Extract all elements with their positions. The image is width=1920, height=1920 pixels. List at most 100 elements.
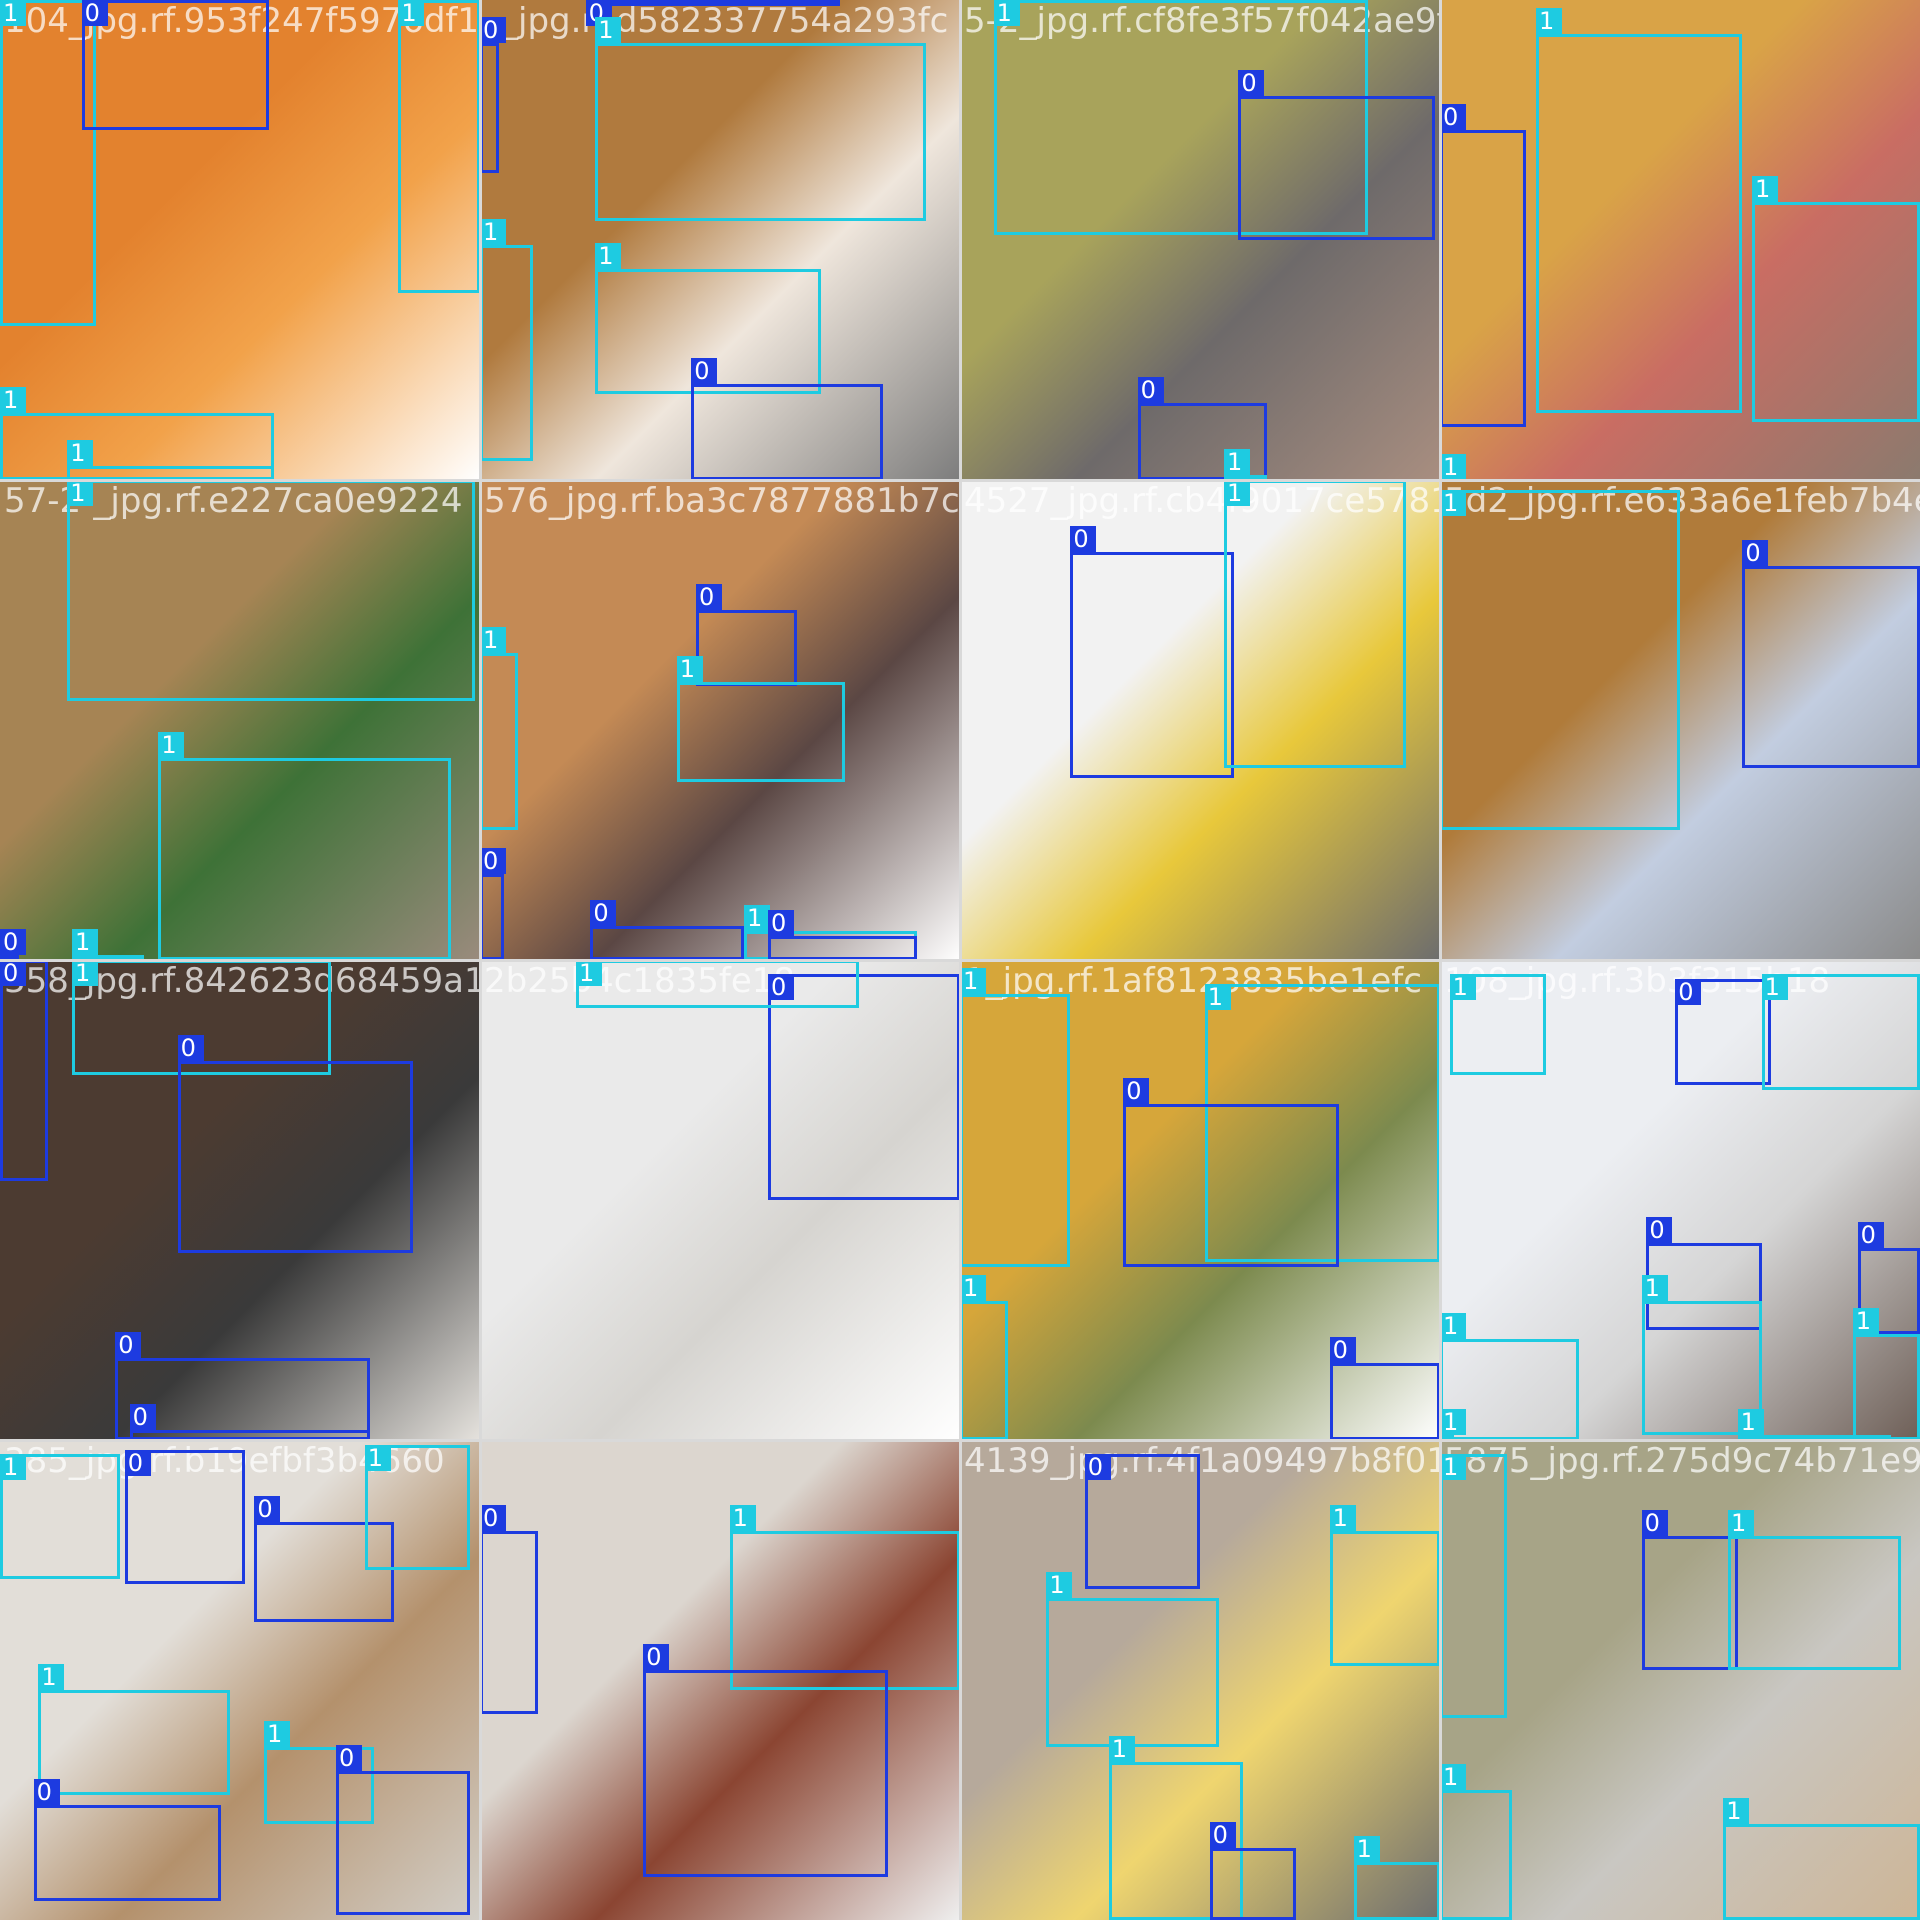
bbox-class-label: 1 (1224, 449, 1250, 476)
bbox-class-0: 0 (1209, 1822, 1296, 1920)
bbox-class-label: 1 (993, 0, 1020, 26)
bbox-class-label: 1 (1737, 1409, 1764, 1436)
tile-filename: 4139_jpg.rf.4f1a09497b8f014 (964, 1441, 1440, 1481)
grid-divider (0, 479, 1920, 482)
bbox-class-1: 1 (158, 732, 452, 960)
bbox-class-label: 1 (676, 655, 703, 682)
bbox-class-1: 1 (0, 0, 96, 327)
bbox-class-label: 1 (480, 218, 506, 245)
bbox-class-0: 0 (480, 17, 506, 173)
bbox-class-1: 1 (72, 929, 144, 960)
mosaic-tile: 4527_jpg.rf.cb4f9017ce5781a05 0 1 (960, 480, 1440, 960)
bbox-class-label: 0 (0, 929, 26, 956)
bbox-class-label: 1 (67, 439, 94, 466)
bbox-class-0: 0 (0, 960, 48, 1181)
tile-photo (1440, 960, 1920, 1440)
bbox-class-1: 1 (1204, 984, 1440, 1263)
bbox-class-1: 1 (576, 960, 860, 1008)
bbox-class-1: 1 (993, 0, 1368, 236)
bbox-class-label: 1 (1440, 454, 1466, 480)
bbox-class-label: 1 (1641, 1274, 1668, 1301)
bbox-class-label: 0 (1238, 70, 1265, 96)
bbox-class-label: 1 (1536, 7, 1562, 34)
bbox-class-label: 1 (576, 960, 602, 986)
bbox-class-1: 1 (595, 242, 821, 394)
bbox-class-0: 0 (768, 974, 960, 1200)
bbox-class-0: 0 (643, 1644, 888, 1877)
grid-divider (0, 959, 1920, 962)
bbox-class-1: 1 (1440, 1409, 1466, 1440)
tile-photo (1440, 0, 1920, 480)
bbox-class-label: 1 (1440, 1313, 1466, 1340)
bbox-class-label: 1 (72, 960, 98, 986)
mosaic-tile: 5-2_jpg.rf.cf8fe3f57f042ae9f2461_jpg.rf.… (960, 0, 1440, 480)
bbox-class-1: 1 (67, 439, 274, 480)
tile-photo (0, 1440, 480, 1920)
bbox-class-0: 0 (1857, 1222, 1920, 1335)
bbox-class-label: 0 (1123, 1078, 1150, 1104)
bbox-class-label: 1 (960, 967, 986, 994)
bbox-class-label: 0 (768, 974, 794, 1001)
bbox-class-label: 1 (1440, 1409, 1466, 1436)
tile-photo (480, 480, 960, 960)
bbox-class-label: 0 (691, 358, 718, 384)
bbox-class-label: 0 (336, 1745, 362, 1772)
tile-photo (1440, 1440, 1920, 1920)
bbox-class-0: 0 (129, 1404, 370, 1440)
bbox-class-1: 1 (1224, 480, 1407, 768)
bbox-class-0: 0 (1675, 979, 1772, 1085)
bbox-class-0: 0 (1329, 1337, 1440, 1440)
bbox-class-1: 1 (1046, 1572, 1220, 1748)
bbox-class-label: 1 (480, 626, 506, 653)
bbox-class-1: 1 (38, 1663, 231, 1796)
tile-filename: 2b25b4c1835fe18 (484, 961, 796, 1001)
bbox-class-0: 0 (1238, 70, 1436, 240)
bbox-class-1: 1 (1329, 1505, 1440, 1666)
bbox-class-0: 0 (691, 358, 884, 480)
bbox-class-0: 0 (768, 910, 917, 960)
bbox-class-1: 1 (1449, 974, 1546, 1076)
bbox-class-label: 1 (595, 242, 622, 269)
bbox-class-label: 1 (0, 0, 26, 26)
bbox-class-label: 1 (1852, 1308, 1879, 1335)
tile-photo (480, 960, 960, 1440)
bbox-class-label: 1 (1723, 1798, 1750, 1824)
bbox-class-label: 1 (1204, 984, 1231, 1010)
tile-filename: 576_jpg.rf.ba3c7877881b7c4 (484, 481, 960, 521)
bbox-class-label: 0 (1209, 1822, 1236, 1848)
bbox-class-label: 1 (1353, 1836, 1380, 1863)
bbox-class-label: 0 (1646, 1217, 1673, 1244)
bbox-class-label: 0 (1641, 1510, 1668, 1536)
bbox-class-label: 1 (729, 1505, 756, 1532)
bbox-class-1: 1 (1728, 1510, 1901, 1671)
bbox-class-1: 1 (1641, 1274, 1762, 1436)
bbox-class-0: 0 (1641, 1510, 1738, 1671)
bbox-class-0: 0 (1070, 526, 1234, 778)
bbox-class-label: 1 (960, 1274, 986, 1301)
bbox-class-label: 0 (115, 1332, 142, 1359)
bbox-class-label: 0 (0, 960, 26, 986)
tile-filename: 4527_jpg.rf.cb4f9017ce5781a05 (964, 481, 1440, 521)
bbox-class-label: 1 (1224, 480, 1250, 506)
tile-filename: 5-2_jpg.rf.cf8fe3f57f042ae9f2461_jpg.rf.… (964, 1, 1440, 41)
bbox-class-0: 0 (696, 583, 797, 687)
tile-filename: __jpg.rf.d582337754a293fc (484, 1, 949, 41)
bbox-class-1: 1 (1536, 7, 1743, 413)
bbox-class-label: 1 (1449, 974, 1476, 1001)
bbox-class-label: 0 (590, 900, 617, 927)
bbox-class-0: 0 (1123, 1078, 1340, 1268)
bbox-class-label: 1 (264, 1721, 290, 1748)
bbox-class-label: 1 (1108, 1735, 1135, 1762)
bbox-class-label: 0 (480, 17, 506, 44)
bbox-class-label: 0 (1742, 540, 1769, 567)
bbox-class-1: 1 (264, 1721, 375, 1824)
